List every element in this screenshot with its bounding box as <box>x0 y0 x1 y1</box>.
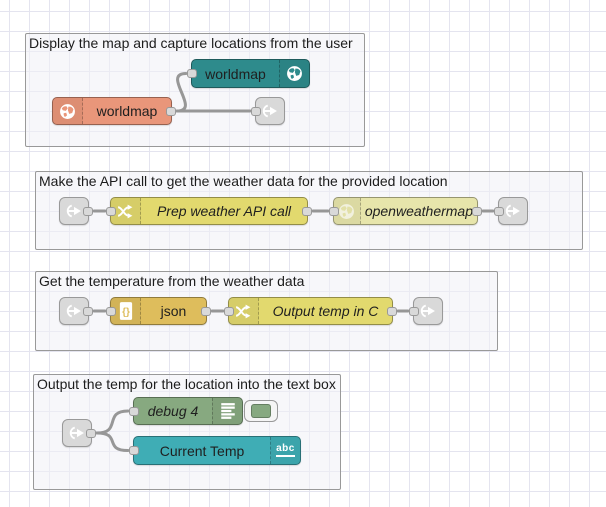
node-link-out-3[interactable] <box>409 297 443 325</box>
node-prep-weather-api-call[interactable]: Prep weather API call <box>106 197 312 225</box>
debug-toggle-state <box>251 404 271 418</box>
group-title: Get the temperature from the weather dat… <box>39 273 305 289</box>
debug-list-icon <box>220 403 235 419</box>
node-link-in-3[interactable] <box>59 297 93 325</box>
node-worldmap-display[interactable]: worldmap <box>187 59 310 88</box>
node-label: Prep weather API call <box>156 203 292 219</box>
shuffle-icon <box>117 204 133 218</box>
input-port[interactable] <box>494 206 504 216</box>
output-port[interactable] <box>83 206 93 216</box>
globe-icon-zone <box>53 98 83 124</box>
node-label: debug 4 <box>147 403 199 419</box>
link-arrow-icon <box>69 426 84 440</box>
json-braces-icon: {} <box>119 302 132 320</box>
node-debug-4[interactable]: debug 4 <box>129 397 243 425</box>
node-worldmap-in[interactable]: worldmap <box>52 97 176 125</box>
shuffle-icon-zone <box>229 298 259 324</box>
input-port[interactable] <box>187 69 197 78</box>
node-link-out-1[interactable] <box>251 97 285 125</box>
abc-text-icon: abc <box>276 444 295 457</box>
link-arrow-icon <box>66 204 81 218</box>
globe-icon <box>339 203 355 219</box>
input-port[interactable] <box>129 446 139 455</box>
node-output-temp-in-c[interactable]: Output temp in C <box>224 297 397 325</box>
svg-text:{}: {} <box>122 307 130 318</box>
flow-group-g4[interactable]: Output the temp for the location into th… <box>33 374 341 490</box>
output-port[interactable] <box>302 206 312 216</box>
input-port[interactable] <box>329 206 339 216</box>
flow-group-g1[interactable]: Display the map and capture locations fr… <box>25 33 365 147</box>
node-link-in-2[interactable] <box>59 197 93 225</box>
shuffle-icon-zone <box>111 198 141 224</box>
input-port[interactable] <box>251 106 261 116</box>
output-port[interactable] <box>472 206 482 216</box>
input-port[interactable] <box>106 306 116 316</box>
node-json[interactable]: {} json <box>106 297 211 325</box>
input-port[interactable] <box>129 406 139 416</box>
output-port[interactable] <box>166 106 176 116</box>
group-title: Output the temp for the location into th… <box>37 376 336 392</box>
link-arrow-icon <box>420 304 435 318</box>
json-braces-icon-zone: {} <box>111 298 141 324</box>
group-title: Display the map and capture locations fr… <box>29 35 353 51</box>
node-label: json <box>160 303 187 319</box>
node-link-in-4[interactable] <box>62 419 96 447</box>
node-current-temp[interactable]: Current Temp abc <box>129 436 301 465</box>
output-port[interactable] <box>83 306 93 316</box>
node-label: worldmap <box>96 103 158 119</box>
node-label: Output temp in C <box>272 303 379 319</box>
input-port[interactable] <box>224 306 234 316</box>
wire-link-in-4-to-current-temp[interactable] <box>95 431 130 452</box>
abc-text-icon-zone: abc <box>270 437 300 464</box>
output-port[interactable] <box>387 306 397 316</box>
link-arrow-icon <box>505 204 520 218</box>
output-port[interactable] <box>201 306 211 316</box>
node-label: openweathermap <box>364 203 473 219</box>
link-arrow-icon <box>66 304 81 318</box>
input-port[interactable] <box>106 206 116 216</box>
node-openweathermap[interactable]: openweathermap <box>329 197 482 225</box>
shuffle-icon <box>235 304 251 318</box>
input-port[interactable] <box>409 306 419 316</box>
group-title: Make the API call to get the weather dat… <box>39 173 448 189</box>
node-label: worldmap <box>205 65 266 82</box>
debug-list-icon-zone <box>212 398 242 424</box>
node-link-out-2[interactable] <box>494 197 528 225</box>
link-arrow-icon <box>262 104 277 118</box>
debug-toggle-button[interactable] <box>244 400 278 422</box>
globe-icon <box>287 66 302 81</box>
node-label: Current Temp <box>159 442 245 459</box>
output-port[interactable] <box>86 428 96 438</box>
globe-icon <box>60 103 75 119</box>
globe-icon-zone <box>279 60 309 87</box>
